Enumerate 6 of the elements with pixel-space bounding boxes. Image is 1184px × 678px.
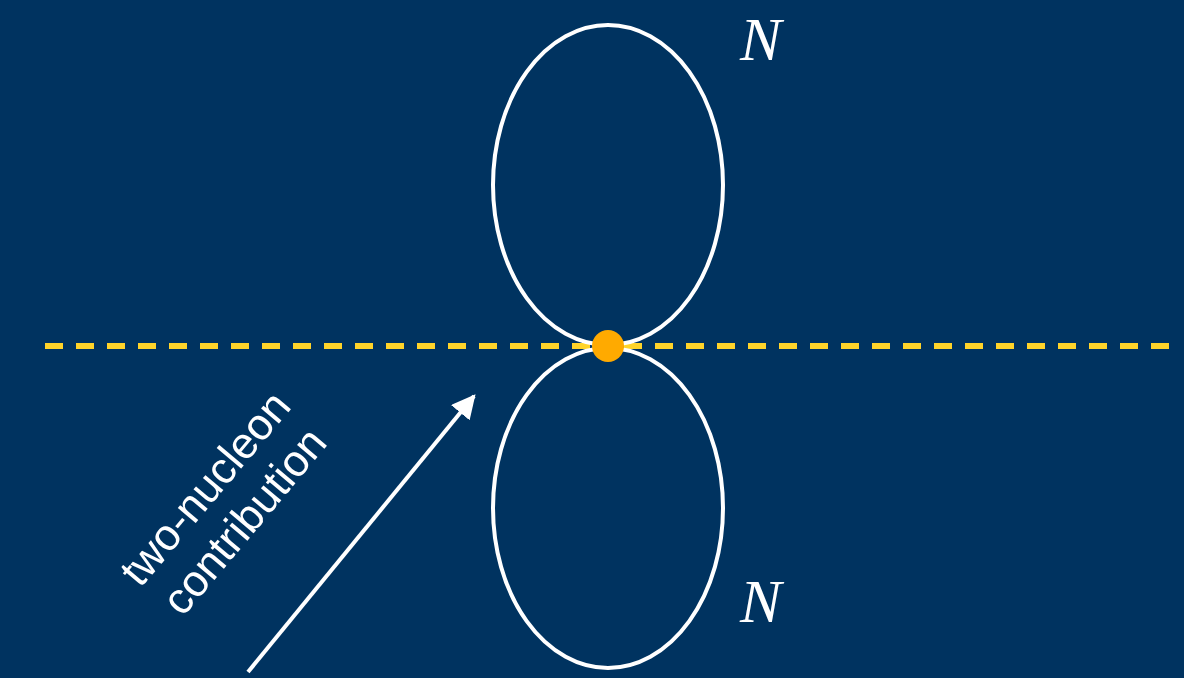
particle-label: N: [740, 8, 782, 70]
loop-ellipse: [491, 23, 725, 347]
particle-label: N: [740, 570, 782, 632]
vertex-dot: [592, 330, 624, 362]
arrow: [246, 394, 476, 674]
loop-ellipse: [491, 346, 725, 670]
